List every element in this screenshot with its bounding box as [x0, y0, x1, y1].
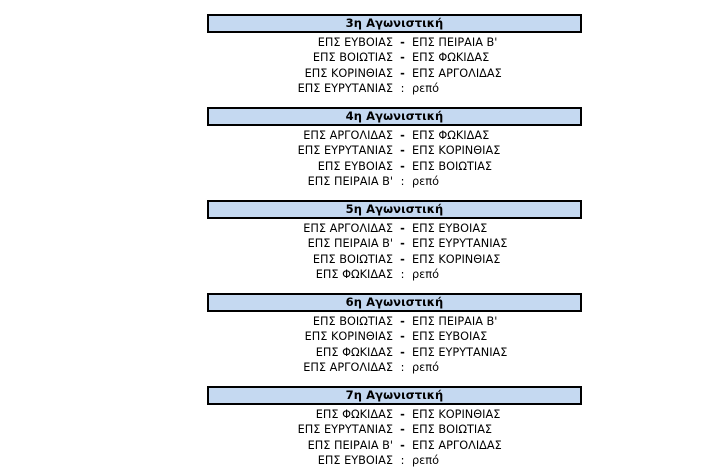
- home-team-label: ΕΠΣ ΕΥΡΥΤΑΝΙΑΣ: [297, 81, 393, 95]
- bye-separator: :: [400, 81, 405, 95]
- bye-row: ΕΠΣ ΠΕΙΡΑΙΑ Β': ρεπό: [207, 174, 582, 189]
- bye-label: ρεπό: [412, 360, 439, 374]
- home-team-label: ΕΠΣ ΕΥΒΟΙΑΣ: [317, 159, 393, 173]
- home-team-label: ΕΠΣ ΑΡΓΟΛΙΔΑΣ: [303, 222, 393, 235]
- versus-separator: -: [400, 66, 405, 80]
- bye-separator: :: [400, 360, 405, 374]
- versus-separator: -: [400, 408, 405, 421]
- fixture-row: ΕΠΣ ΦΩΚΙΔΑΣ-ΕΠΣ ΕΥΡΥΤΑΝΙΑΣ: [207, 345, 582, 360]
- matchday-title: 4η Αγωνιστική: [207, 107, 582, 126]
- versus-separator: -: [400, 159, 405, 173]
- home-team-label: ΕΠΣ ΕΥΡΥΤΑΝΙΑΣ: [297, 144, 393, 158]
- versus-separator: -: [400, 315, 405, 328]
- away-team-label: ΕΠΣ ΒΟΙΩΤΙΑΣ: [412, 423, 493, 437]
- home-team-label: ΕΠΣ ΑΡΓΟΛΙΔΑΣ: [303, 360, 393, 374]
- versus-separator: -: [400, 144, 405, 158]
- versus-separator: -: [400, 36, 405, 49]
- bye-separator: :: [400, 453, 405, 467]
- home-team-label: ΕΠΣ ΒΟΙΩΤΙΑΣ: [312, 315, 393, 328]
- home-team-label: ΕΠΣ ΦΩΚΙΔΑΣ: [315, 267, 393, 281]
- versus-separator: -: [400, 330, 405, 344]
- fixture-row: ΕΠΣ ΑΡΓΟΛΙΔΑΣ-ΕΠΣ ΦΩΚΙΔΑΣ: [207, 128, 582, 143]
- bye-separator: :: [400, 267, 405, 281]
- bye-label: ρεπό: [412, 174, 439, 188]
- away-team-label: ΕΠΣ ΑΡΓΟΛΙΔΑΣ: [412, 438, 502, 452]
- home-team-label: ΕΠΣ ΚΟΡΙΝΘΙΑΣ: [304, 66, 393, 80]
- home-team-label: ΕΠΣ ΒΟΙΩΤΙΑΣ: [312, 51, 393, 65]
- versus-separator: -: [400, 51, 405, 65]
- home-team-label: ΕΠΣ ΑΡΓΟΛΙΔΑΣ: [303, 129, 393, 142]
- away-team-label: ΕΠΣ ΕΥΡΥΤΑΝΙΑΣ: [412, 237, 508, 251]
- away-team-label: ΕΠΣ ΚΟΡΙΝΘΙΑΣ: [412, 144, 501, 158]
- versus-separator: -: [400, 237, 405, 251]
- bye-row: ΕΠΣ ΑΡΓΟΛΙΔΑΣ: ρεπό: [207, 360, 582, 375]
- bye-row: ΕΠΣ ΕΥΡΥΤΑΝΙΑΣ: ρεπό: [207, 81, 582, 96]
- home-team-label: ΕΠΣ ΕΥΒΟΙΑΣ: [317, 36, 393, 49]
- home-team-label: ΕΠΣ ΕΥΒΟΙΑΣ: [317, 453, 393, 467]
- home-team-label: ΕΠΣ ΚΟΡΙΝΘΙΑΣ: [304, 330, 393, 344]
- bye-row: ΕΠΣ ΕΥΒΟΙΑΣ: ρεπό: [207, 453, 582, 468]
- fixture-row: ΕΠΣ ΚΟΡΙΝΘΙΑΣ-ΕΠΣ ΑΡΓΟΛΙΔΑΣ: [207, 66, 582, 81]
- home-team-label: ΕΠΣ ΠΕΙΡΑΙΑ Β': [307, 237, 393, 251]
- away-team-label: ΕΠΣ ΠΕΙΡΑΙΑ Β': [412, 36, 498, 49]
- fixture-row: ΕΠΣ ΑΡΓΟΛΙΔΑΣ-ΕΠΣ ΕΥΒΟΙΑΣ: [207, 221, 582, 236]
- bye-separator: :: [400, 174, 405, 188]
- home-team-label: ΕΠΣ ΕΥΡΥΤΑΝΙΑΣ: [297, 423, 393, 437]
- away-team-label: ΕΠΣ ΒΟΙΩΤΙΑΣ: [412, 159, 493, 173]
- away-team-label: ΕΠΣ ΚΟΡΙΝΘΙΑΣ: [412, 408, 501, 421]
- home-team-label: ΕΠΣ ΦΩΚΙΔΑΣ: [315, 345, 393, 359]
- away-team-label: ΕΠΣ ΑΡΓΟΛΙΔΑΣ: [412, 66, 502, 80]
- versus-separator: -: [400, 222, 405, 235]
- away-team-label: ΕΠΣ ΕΥΡΥΤΑΝΙΑΣ: [412, 345, 508, 359]
- matchday-title: 5η Αγωνιστική: [207, 200, 582, 219]
- fixture-row: ΕΠΣ ΒΟΙΩΤΙΑΣ-ΕΠΣ ΦΩΚΙΔΑΣ: [207, 50, 582, 65]
- bye-label: ρεπό: [412, 453, 439, 467]
- away-team-label: ΕΠΣ ΦΩΚΙΔΑΣ: [412, 51, 490, 65]
- away-team-label: ΕΠΣ ΚΟΡΙΝΘΙΑΣ: [412, 252, 501, 266]
- home-team-label: ΕΠΣ ΠΕΙΡΑΙΑ Β': [307, 174, 393, 188]
- bye-label: ρεπό: [412, 267, 439, 281]
- fixture-row: ΕΠΣ ΦΩΚΙΔΑΣ-ΕΠΣ ΚΟΡΙΝΘΙΑΣ: [207, 407, 582, 422]
- away-team-label: ΕΠΣ ΕΥΒΟΙΑΣ: [412, 330, 488, 344]
- fixture-rows: ΕΠΣ ΕΥΒΟΙΑΣ-ΕΠΣ ΠΕΙΡΑΙΑ Β'ΕΠΣ ΒΟΙΩΤΙΑΣ-Ε…: [207, 35, 582, 96]
- fixture-row: ΕΠΣ ΕΥΒΟΙΑΣ-ΕΠΣ ΠΕΙΡΑΙΑ Β': [207, 35, 582, 50]
- bye-row: ΕΠΣ ΦΩΚΙΔΑΣ: ρεπό: [207, 267, 582, 282]
- fixture-row: ΕΠΣ ΒΟΙΩΤΙΑΣ-ΕΠΣ ΠΕΙΡΑΙΑ Β': [207, 314, 582, 329]
- versus-separator: -: [400, 438, 405, 452]
- fixture-row: ΕΠΣ ΠΕΙΡΑΙΑ Β'-ΕΠΣ ΕΥΡΥΤΑΝΙΑΣ: [207, 236, 582, 251]
- fixture-row: ΕΠΣ ΕΥΒΟΙΑΣ-ΕΠΣ ΒΟΙΩΤΙΑΣ: [207, 159, 582, 174]
- home-team-label: ΕΠΣ ΦΩΚΙΔΑΣ: [315, 408, 393, 421]
- versus-separator: -: [400, 345, 405, 359]
- fixture-row: ΕΠΣ ΒΟΙΩΤΙΑΣ-ΕΠΣ ΚΟΡΙΝΘΙΑΣ: [207, 252, 582, 267]
- away-team-label: ΕΠΣ ΠΕΙΡΑΙΑ Β': [412, 315, 498, 328]
- fixture-rows: ΕΠΣ ΒΟΙΩΤΙΑΣ-ΕΠΣ ΠΕΙΡΑΙΑ Β'ΕΠΣ ΚΟΡΙΝΘΙΑΣ…: [207, 314, 582, 375]
- away-team-label: ΕΠΣ ΦΩΚΙΔΑΣ: [412, 129, 490, 142]
- matchday-title: 3η Αγωνιστική: [207, 14, 582, 33]
- home-team-label: ΕΠΣ ΠΕΙΡΑΙΑ Β': [307, 438, 393, 452]
- matchday-title: 7η Αγωνιστική: [207, 386, 582, 405]
- fixture-row: ΕΠΣ ΕΥΡΥΤΑΝΙΑΣ-ΕΠΣ ΒΟΙΩΤΙΑΣ: [207, 422, 582, 437]
- bye-label: ρεπό: [412, 81, 439, 95]
- home-team-label: ΕΠΣ ΒΟΙΩΤΙΑΣ: [312, 252, 393, 266]
- versus-separator: -: [400, 252, 405, 266]
- fixture-row: ΕΠΣ ΚΟΡΙΝΘΙΑΣ-ΕΠΣ ΕΥΒΟΙΑΣ: [207, 329, 582, 344]
- fixture-row: ΕΠΣ ΕΥΡΥΤΑΝΙΑΣ-ΕΠΣ ΚΟΡΙΝΘΙΑΣ: [207, 143, 582, 158]
- fixture-row: ΕΠΣ ΠΕΙΡΑΙΑ Β'-ΕΠΣ ΑΡΓΟΛΙΔΑΣ: [207, 438, 582, 453]
- versus-separator: -: [400, 423, 405, 437]
- matchday-title: 6η Αγωνιστική: [207, 293, 582, 312]
- away-team-label: ΕΠΣ ΕΥΒΟΙΑΣ: [412, 222, 488, 235]
- versus-separator: -: [400, 129, 405, 142]
